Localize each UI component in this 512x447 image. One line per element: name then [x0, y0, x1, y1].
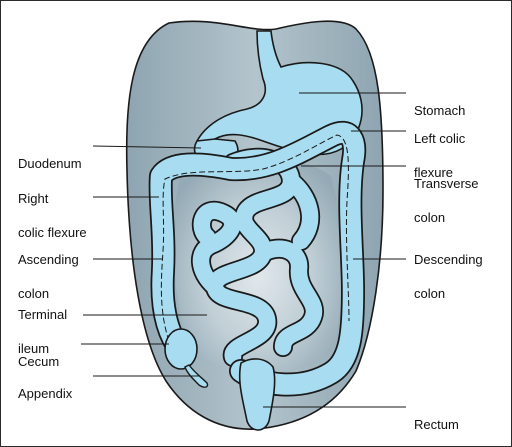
label-left-colic-flexure: Left colic flexure	[414, 131, 466, 180]
cecum-shape	[164, 328, 198, 370]
label-descending-colon: Descending colon	[414, 252, 483, 301]
label-right-colic-flexure: Right colic flexure	[18, 191, 87, 240]
colon-taenia	[160, 134, 350, 342]
label-ascending-colon: Ascending colon	[18, 252, 79, 301]
colon-fill	[150, 122, 365, 395]
small-intestine-fill	[192, 149, 323, 366]
stomach-shape	[196, 30, 363, 156]
leader-duodenum	[92, 145, 202, 149]
leader-lines	[81, 92, 406, 408]
label-terminal-ileum: Terminal ileum	[18, 307, 68, 356]
label-transverse-colon: Transverse colon	[414, 176, 479, 225]
rectum-shape	[238, 358, 276, 431]
label-rectum: Rectum	[414, 417, 459, 432]
label-duodenum: Duodenum	[18, 156, 82, 171]
label-appendix: Appendix	[18, 386, 73, 401]
label-cecum: Cecum	[18, 354, 60, 369]
label-stomach: Stomach	[414, 103, 466, 118]
